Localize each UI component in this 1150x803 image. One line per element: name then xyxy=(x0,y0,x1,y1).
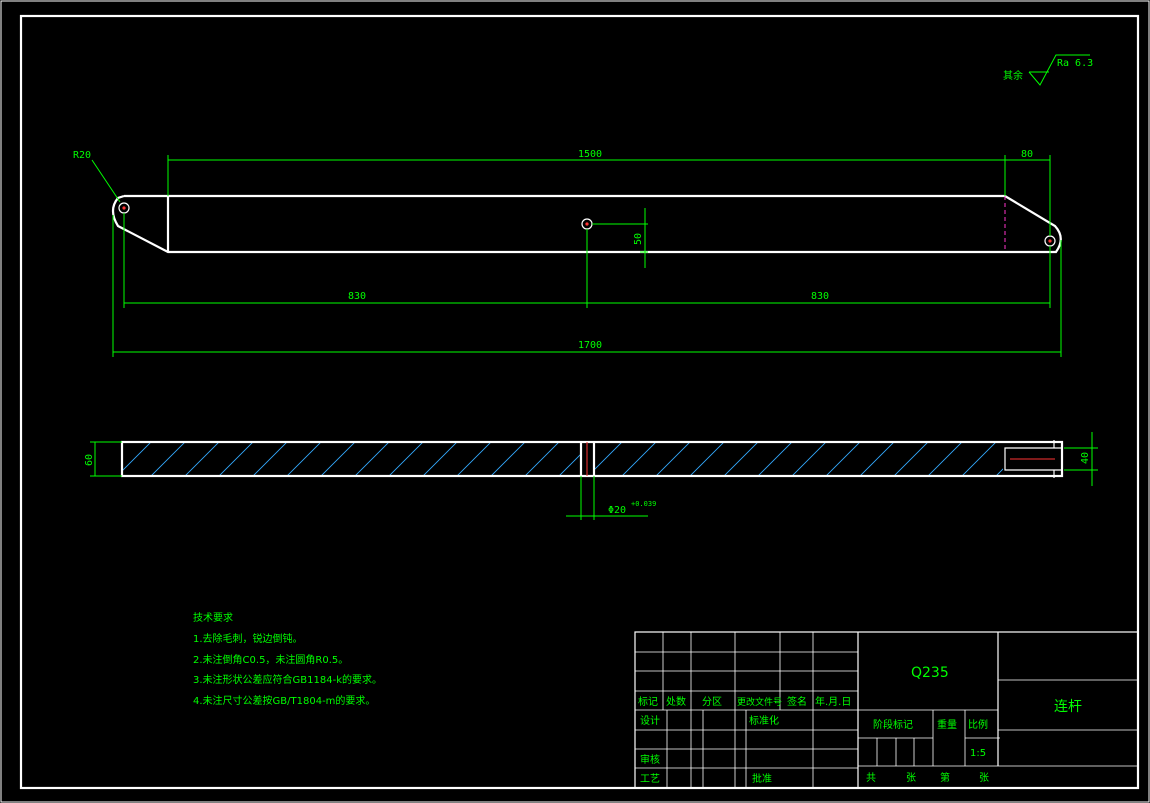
hatch-line xyxy=(185,443,219,475)
rev-header: 处数 xyxy=(666,695,686,708)
surface-roughness-symbol: 其余 Ra 6.3 xyxy=(1003,54,1093,86)
rev-header: 标记 xyxy=(638,696,658,708)
dim-40: 40 xyxy=(1080,452,1091,464)
hatch-line xyxy=(962,443,996,475)
note-item: 2.未注倒角C0.5，未注圆角R0.5。 xyxy=(193,653,348,666)
hatch-line xyxy=(321,443,355,475)
hatch-line xyxy=(457,443,491,475)
section-outline xyxy=(120,440,1064,478)
dim-hole-dia: Φ20 xyxy=(608,505,626,516)
hatch-line xyxy=(151,443,185,475)
hatch-left xyxy=(123,443,581,475)
clevis-slot xyxy=(1004,447,1062,471)
hatch-right xyxy=(594,443,1003,475)
hole-right-center xyxy=(1048,239,1052,243)
label-standardization: 标准化 xyxy=(749,714,779,727)
hatch-line xyxy=(491,443,525,475)
sheet-unit: 张 xyxy=(979,772,989,784)
label-design: 设计 xyxy=(640,714,660,727)
hatch-line xyxy=(253,443,287,475)
hatch-line xyxy=(928,443,962,475)
label-review: 审核 xyxy=(640,753,660,766)
hatch-line xyxy=(894,443,928,475)
dim-80: 80 xyxy=(1021,149,1033,160)
hatch-line xyxy=(219,443,253,475)
hatch-line xyxy=(622,443,656,475)
scale-value: 1:5 xyxy=(970,748,986,759)
hatch-line xyxy=(423,443,457,475)
material: Q235 xyxy=(911,665,949,681)
hatch-line xyxy=(758,443,792,475)
dim-830-left: 830 xyxy=(348,291,366,302)
dim-radius: R20 xyxy=(73,150,91,161)
notes-title: 技术要求 xyxy=(193,611,233,624)
label-scale: 比例 xyxy=(968,718,988,731)
dim-50: 50 xyxy=(633,233,644,245)
dim-1700: 1700 xyxy=(578,340,602,351)
label-process: 工艺 xyxy=(640,773,660,785)
part-name: 连杆 xyxy=(1054,699,1082,715)
section-view: 60 40 Φ20 +0.039 xyxy=(84,432,1098,520)
technical-notes: 技术要求 1.去除毛刺，锐边倒钝。 2.未注倒角C0.5，未注圆角R0.5。 3… xyxy=(193,611,382,707)
hatch-line xyxy=(656,443,690,475)
hatch-line xyxy=(594,443,622,471)
hole-middle-center xyxy=(585,222,589,226)
hatch-line xyxy=(389,443,423,475)
hatch-line xyxy=(287,443,321,475)
dim-830-right: 830 xyxy=(811,291,829,302)
drawing-frame xyxy=(19,14,1140,790)
note-item: 3.未注形状公差应符合GB1184-k的要求。 xyxy=(193,673,382,686)
dim-60: 60 xyxy=(84,454,95,466)
sheet-total: 共 xyxy=(866,772,876,784)
hatch-line xyxy=(996,468,1003,475)
note-item: 1.去除毛刺，锐边倒钝。 xyxy=(193,632,303,645)
dim-hole-tol: +0.039 xyxy=(631,500,656,508)
hatch-line xyxy=(355,443,389,475)
title-block: 标记 处数 分区 更改文件号 签名 年.月.日 设计 标准化 审核 工艺 批准 … xyxy=(634,631,1139,789)
hatch-line xyxy=(559,453,581,475)
hatch-line xyxy=(792,443,826,475)
label-weight: 重量 xyxy=(937,718,957,731)
hatch-line xyxy=(724,443,758,475)
hatch-line xyxy=(525,443,559,475)
sheet-unit: 张 xyxy=(906,772,916,784)
hatch-line xyxy=(826,443,860,475)
rev-header: 签名 xyxy=(787,695,807,708)
hatch-line xyxy=(123,443,151,471)
roughness-value: Ra 6.3 xyxy=(1057,58,1093,69)
sheet-of: 第 xyxy=(940,771,950,784)
rev-header: 分区 xyxy=(702,696,722,708)
hatch-line xyxy=(690,443,724,475)
dim-1500: 1500 xyxy=(578,149,602,160)
front-view: R20 1500 80 50 830 830 1700 xyxy=(73,149,1062,357)
roughness-prefix: 其余 xyxy=(1003,69,1023,82)
label-stage-mark: 阶段标记 xyxy=(873,718,913,731)
rev-header: 更改文件号 xyxy=(737,696,782,708)
hole-left-center xyxy=(122,206,126,210)
rev-header: 年.月.日 xyxy=(815,695,851,708)
label-approve: 批准 xyxy=(752,772,772,785)
hatch-line xyxy=(860,443,894,475)
note-item: 4.未注尺寸公差按GB/T1804-m的要求。 xyxy=(193,694,375,707)
